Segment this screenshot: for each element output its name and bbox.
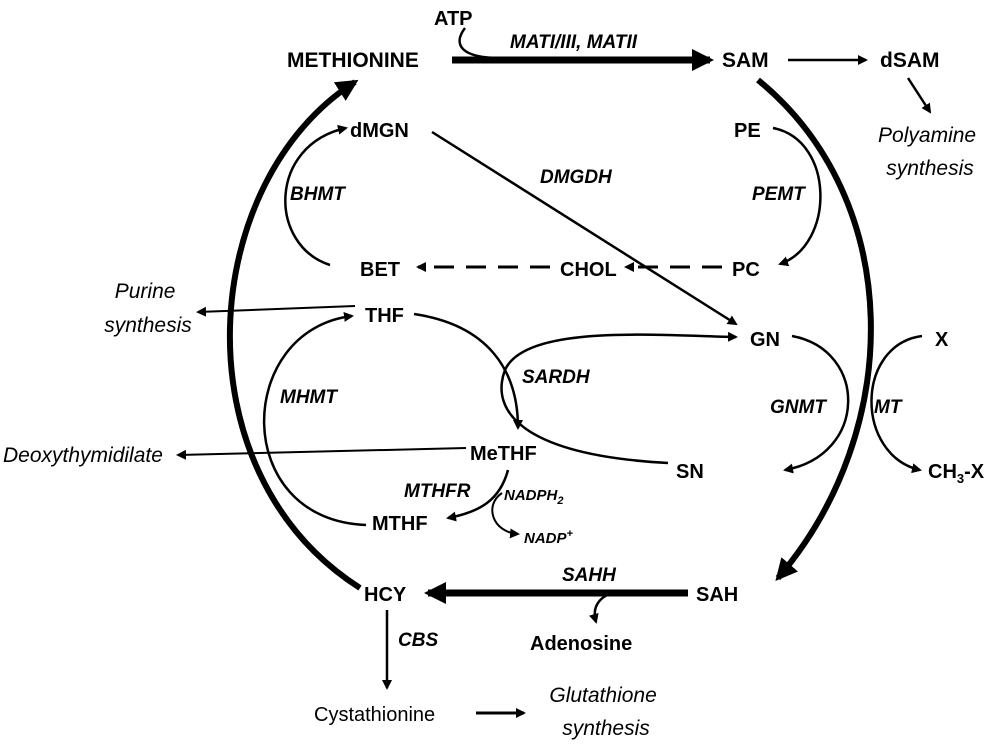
polyamine-synthesis-label: Polyamine synthesis (878, 124, 982, 180)
mt-enzyme-label: MT (874, 397, 903, 418)
x-label: X (935, 329, 949, 351)
methf-to-mthf-arrow (446, 469, 510, 522)
gnmt-enzyme-label: GNMT (770, 397, 827, 418)
pc-label: PC (732, 259, 760, 281)
sam-label: SAM (722, 49, 769, 72)
sn-label: SN (676, 461, 704, 483)
thf-label: THF (365, 305, 404, 327)
methf-label: MeTHF (470, 443, 537, 465)
bhmt-enzyme-label: BHMT (290, 184, 346, 205)
sahh-adenosine-arrow (588, 591, 613, 624)
nadph-to-nadp-arc (491, 492, 520, 539)
nadp-label: NADP+ (524, 528, 574, 547)
mhmt-enzyme-label: MHMT (280, 387, 338, 408)
deoxythymidilate-label: Deoxythymidilate (3, 444, 163, 467)
pe-label: PE (734, 120, 761, 142)
atp-input-arrow (458, 27, 501, 60)
gn-to-sn-arc (783, 334, 850, 474)
ch3x-label: CH3-X (928, 461, 985, 486)
sn-to-gn-loop (500, 331, 738, 465)
pe-to-pc-arc (772, 126, 822, 267)
cystathionine-label: Cystathionine (314, 704, 435, 726)
atp-label: ATP (434, 8, 473, 30)
methf-to-deoxythymidilate-arrow (176, 447, 467, 460)
nadph2-label: NADPH2 (504, 487, 563, 507)
mthf-to-thf-arc (262, 311, 367, 527)
dmgn-label: dMGN (350, 120, 409, 142)
dsam-to-polyamine-arrow (906, 77, 932, 114)
thf-to-purine-arrow (196, 305, 356, 317)
methionine-label: METHIONINE (287, 49, 419, 72)
sah-label: SAH (696, 584, 738, 606)
x-to-ch3x-arc (870, 334, 923, 474)
sahh-enzyme-label: SAHH (562, 565, 617, 586)
sam-to-sah-arc (756, 77, 874, 582)
glutathione-synthesis-label: Glutathione synthesis (549, 684, 662, 740)
dsam-label: dSAM (880, 49, 940, 72)
hcy-to-methionine-arc (226, 79, 362, 591)
sardh-enzyme-label: SARDH (522, 367, 591, 388)
pemt-enzyme-label: PEMT (752, 184, 806, 205)
mthfr-enzyme-label: MTHFR (404, 481, 471, 502)
gn-label: GN (750, 329, 780, 351)
bet-label: BET (360, 259, 400, 281)
thf-to-methf-arc (413, 312, 523, 430)
mat-enzyme-label: MATI/III, MATII (510, 32, 638, 53)
dmgn-to-gn-arrow (431, 130, 738, 326)
purine-synthesis-label: Purine synthesis (104, 280, 192, 337)
hcy-label: HCY (364, 584, 407, 606)
adenosine-label: Adenosine (530, 633, 632, 655)
cbs-enzyme-label: CBS (398, 630, 438, 651)
chol-label: CHOL (560, 259, 617, 281)
bet-to-dmgn-arc (284, 124, 348, 267)
dmgdh-enzyme-label: DMGDH (540, 167, 613, 188)
mthf-label: MTHF (372, 513, 428, 535)
